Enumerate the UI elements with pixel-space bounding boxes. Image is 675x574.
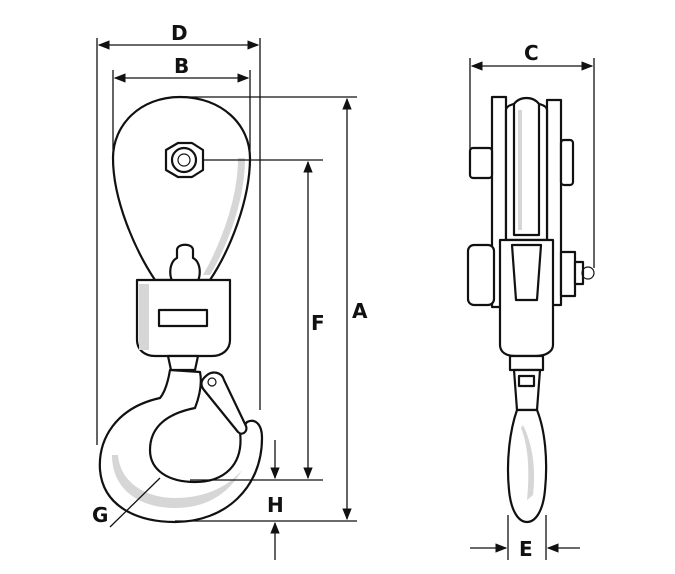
axle-nut bbox=[164, 141, 205, 179]
label-b: B bbox=[174, 54, 189, 78]
lock-pin bbox=[559, 250, 595, 298]
front-view bbox=[98, 95, 264, 528]
hook-side bbox=[506, 408, 548, 524]
side-dimensions bbox=[469, 58, 595, 560]
latch-knob-left bbox=[466, 243, 496, 307]
label-h: H bbox=[267, 493, 284, 517]
label-a: A bbox=[352, 299, 368, 323]
label-d: D bbox=[171, 21, 188, 45]
front-dimensions bbox=[96, 38, 357, 560]
label-c: C bbox=[524, 41, 539, 65]
g-leader bbox=[109, 477, 161, 528]
label-e: E bbox=[519, 537, 533, 561]
label-g: G bbox=[92, 503, 108, 527]
safety-latch bbox=[200, 371, 248, 435]
side-view bbox=[466, 95, 595, 524]
hook bbox=[98, 368, 264, 524]
label-f: F bbox=[311, 311, 325, 335]
swivel-neck bbox=[166, 354, 200, 372]
